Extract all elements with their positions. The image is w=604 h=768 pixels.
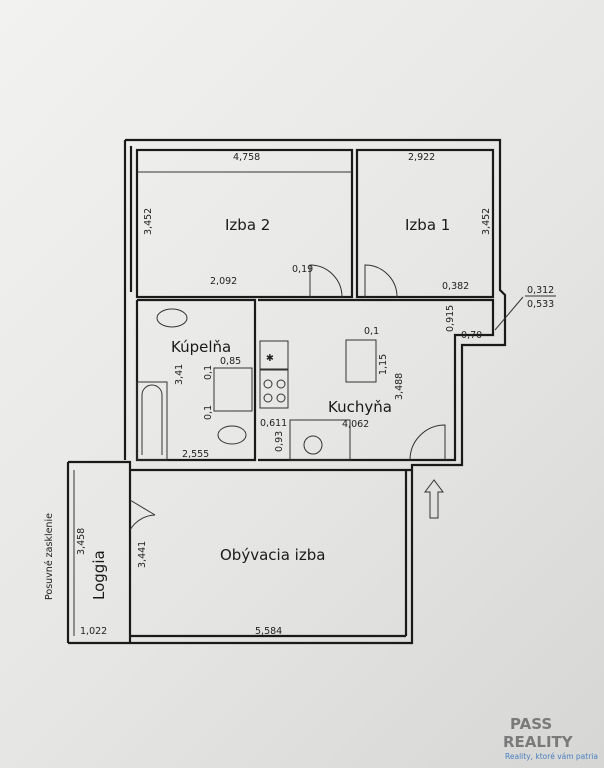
svg-text:3,441: 3,441 [137, 541, 148, 568]
shower-icon [213, 367, 253, 412]
svg-text:3,41: 3,41 [174, 364, 185, 385]
svg-text:2,555: 2,555 [182, 449, 209, 460]
svg-text:0,1: 0,1 [364, 326, 379, 337]
svg-text:4,062: 4,062 [342, 419, 369, 430]
washbasin-icon [156, 308, 188, 328]
svg-text:0,1: 0,1 [203, 365, 214, 380]
svg-text:0,915: 0,915 [445, 305, 456, 332]
svg-text:0,85: 0,85 [220, 356, 241, 367]
svg-text:REALITY: REALITY [503, 733, 574, 751]
arrow-up-icon [424, 479, 444, 519]
svg-text:Reality, ktoré vám patria: Reality, ktoré vám patria [505, 752, 598, 761]
svg-text:0,93: 0,93 [274, 431, 285, 452]
svg-text:0,533: 0,533 [527, 299, 554, 310]
walls [66, 138, 507, 645]
room-label-obyvacia: Obývacia izba [220, 546, 325, 564]
svg-text:0,19: 0,19 [292, 264, 313, 275]
svg-text:PASS: PASS [510, 715, 552, 733]
room-label-izba2: Izba 2 [225, 216, 270, 234]
stove-icon [259, 369, 289, 409]
svg-text:2,922: 2,922 [408, 152, 435, 163]
svg-text:0,382: 0,382 [442, 281, 469, 292]
room-label-izba1: Izba 1 [405, 216, 450, 234]
fixtures: ✱ [136, 308, 377, 461]
doors [129, 264, 446, 531]
bathtub-icon [136, 381, 168, 461]
svg-text:0,70: 0,70 [461, 330, 482, 341]
kitchen-island [345, 339, 377, 383]
svg-text:4,758: 4,758 [233, 152, 260, 163]
dimension-labels: 4,758 3,452 2,092 0,19 2,922 3,452 0,382… [76, 152, 556, 637]
svg-text:3,452: 3,452 [143, 208, 154, 235]
svg-text:✱: ✱ [266, 353, 274, 364]
svg-text:0,312: 0,312 [527, 285, 554, 296]
fridge-icon [259, 340, 289, 370]
pass-reality-logo: PASS REALITY Reality, ktoré vám patria [503, 715, 598, 761]
svg-text:1,022: 1,022 [80, 626, 107, 637]
svg-text:3,452: 3,452 [481, 208, 492, 235]
svg-text:3,488: 3,488 [394, 373, 405, 400]
svg-text:0,611: 0,611 [260, 418, 287, 429]
svg-text:1,15: 1,15 [378, 354, 389, 375]
svg-text:2,092: 2,092 [210, 276, 237, 287]
room-label-loggia: Loggia [90, 550, 108, 600]
room-label-kupelna: Kúpelňa [171, 338, 231, 356]
toilet-icon [217, 425, 247, 445]
svg-text:0,1: 0,1 [203, 405, 214, 420]
sink-icon [289, 419, 351, 461]
svg-text:5,584: 5,584 [255, 626, 282, 637]
room-label-kuchyna: Kuchyňa [328, 398, 392, 416]
loggia-note: Posuvné zasklenie [44, 513, 55, 600]
svg-text:3,458: 3,458 [76, 528, 87, 555]
